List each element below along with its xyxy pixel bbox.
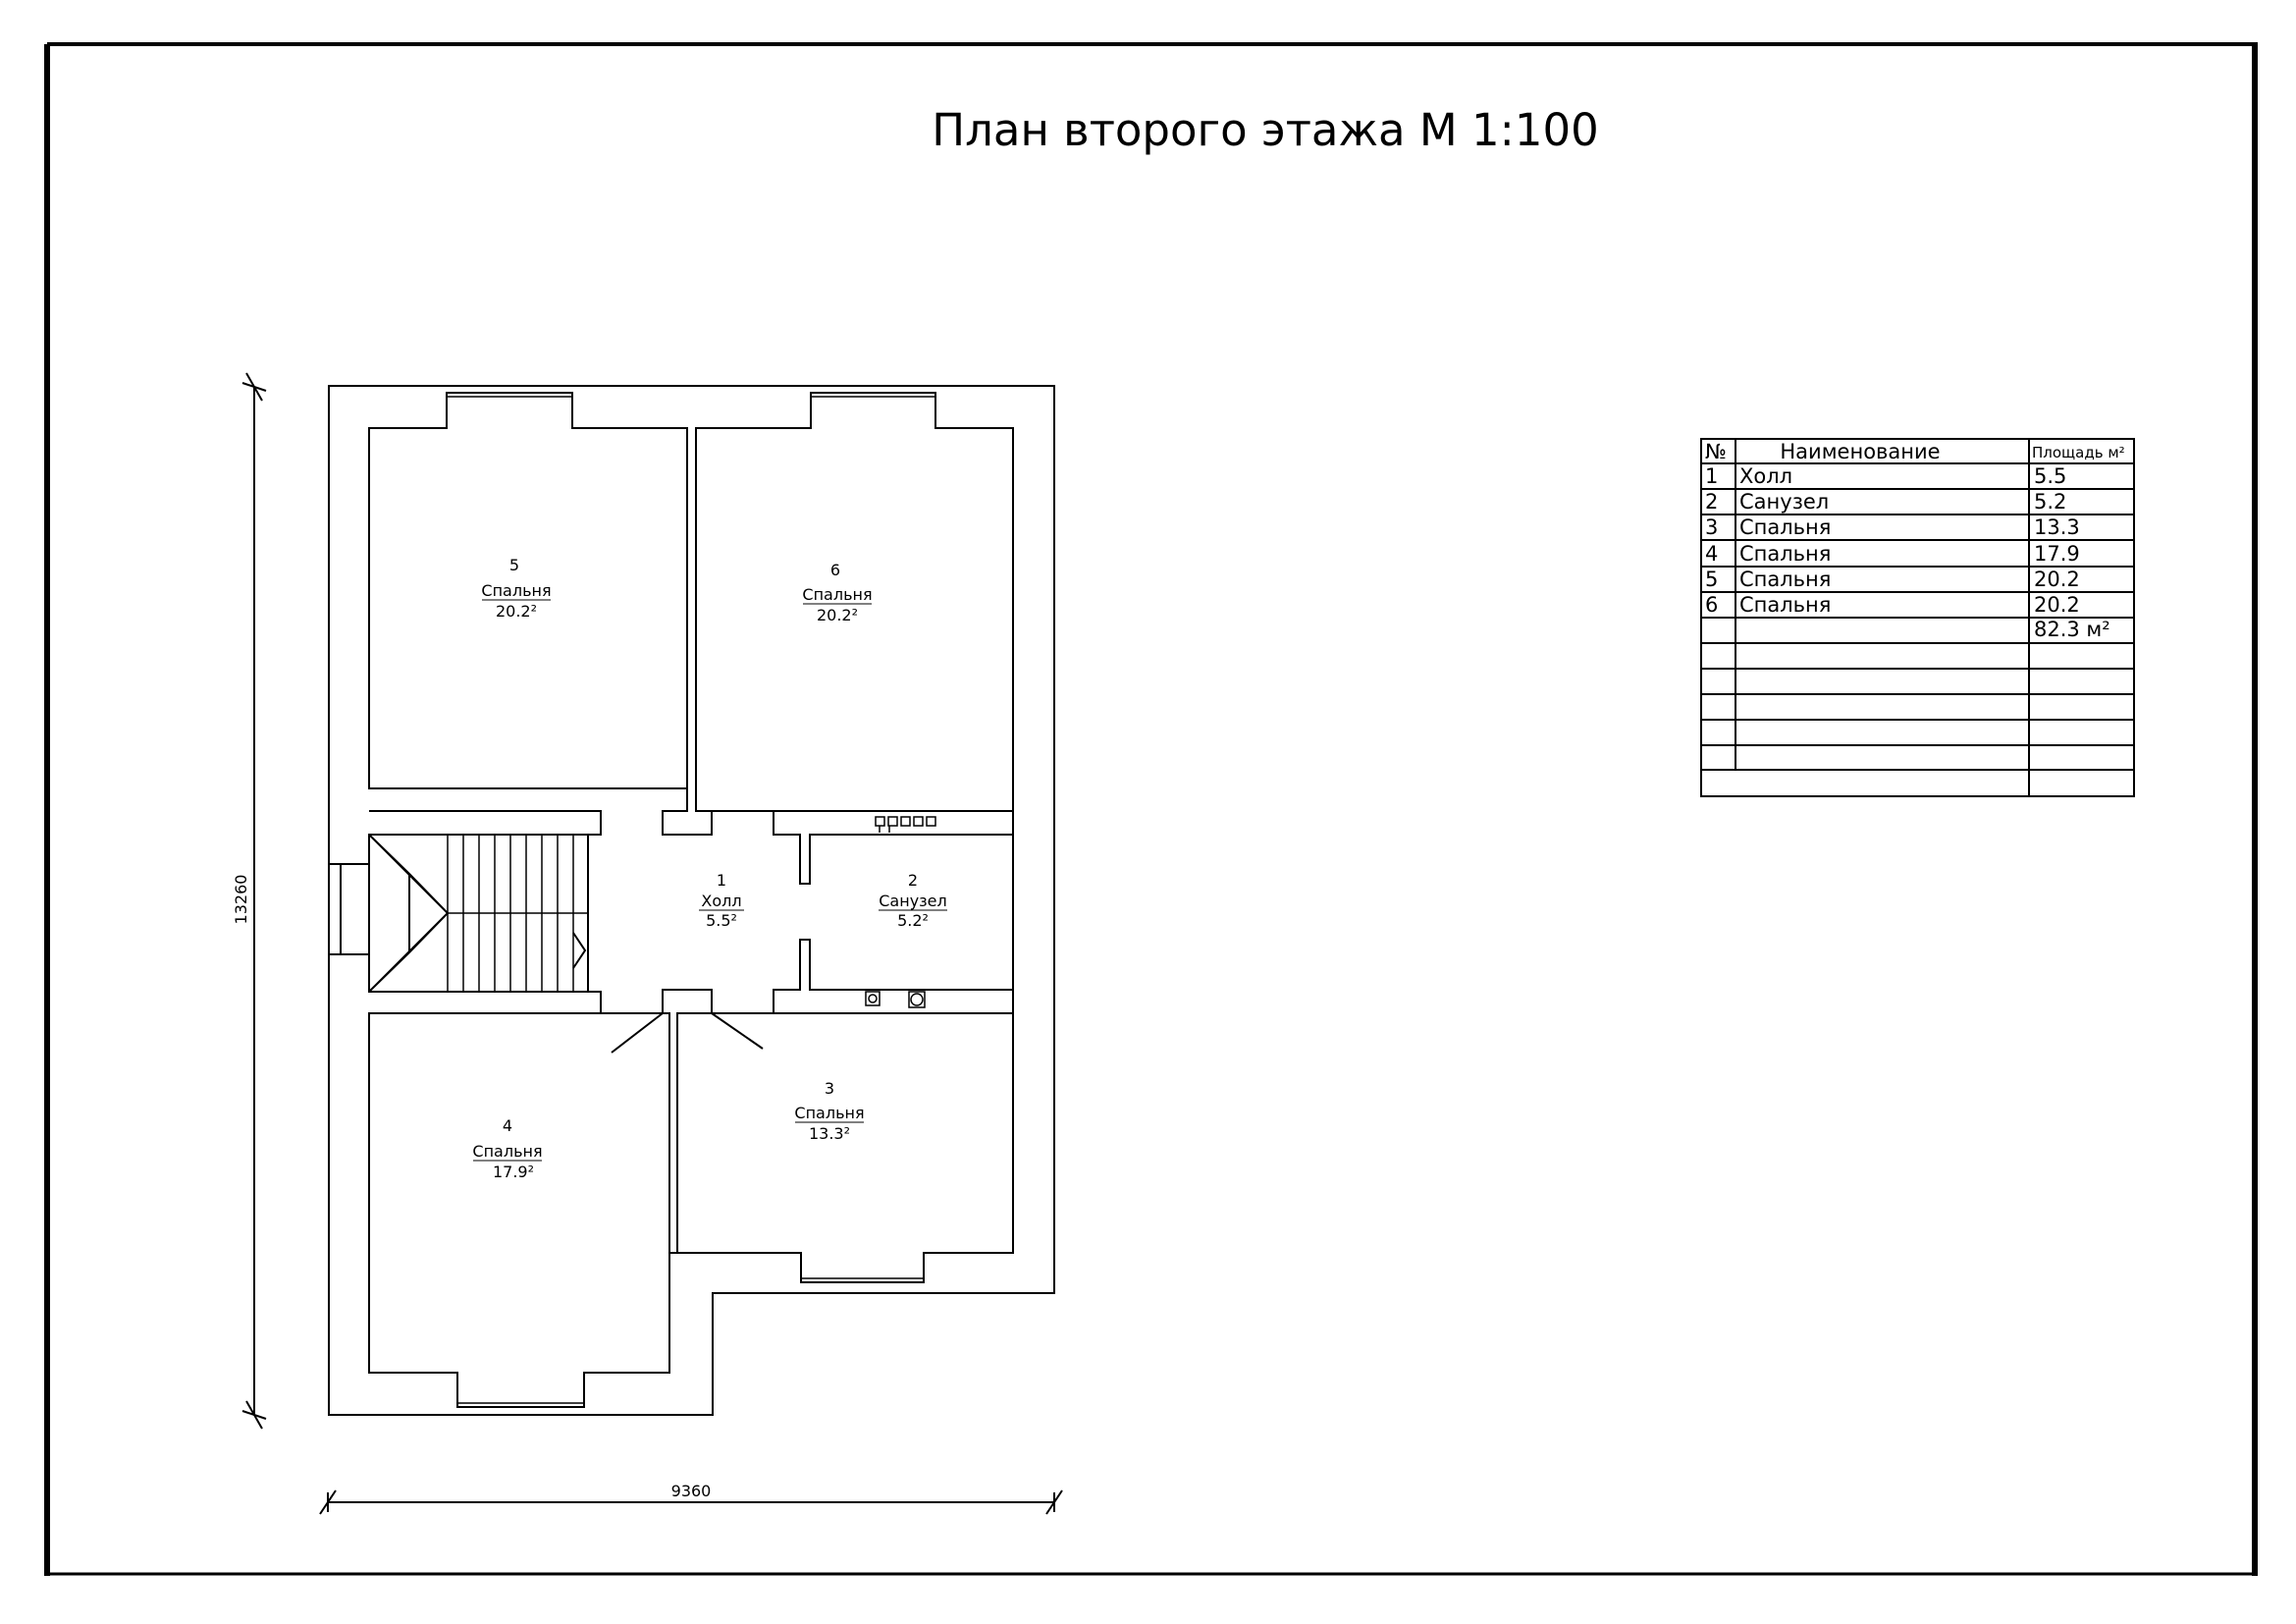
room-name: Санузел — [879, 892, 946, 910]
plan-title: План второго этажа М 1:100 — [932, 104, 1598, 156]
table-row: 2 Санузел 5.2 — [1705, 490, 2066, 514]
room-number: 6 — [830, 561, 840, 579]
windows — [447, 392, 935, 1408]
table-cell-name: Холл — [1739, 464, 1792, 488]
hall-wall-left-top — [369, 810, 602, 836]
table-cell-num: 2 — [1705, 490, 1718, 514]
room-number: 1 — [717, 871, 726, 890]
table-row: 6 Спальня 20.2 — [1705, 593, 2080, 617]
table-cell-num: 5 — [1705, 568, 1718, 591]
room-number: 4 — [503, 1116, 512, 1135]
table-cell-area: 5.2 — [2034, 490, 2066, 514]
table-cell-num: 3 — [1705, 515, 1718, 539]
room-area: 5.2² — [897, 911, 929, 930]
room-area: 13.3² — [809, 1124, 850, 1143]
table-cell-name: Спальня — [1739, 568, 1831, 591]
table-cell-name: Санузел — [1739, 490, 1829, 514]
table-cell-area: 13.3 — [2034, 515, 2080, 539]
height-dimension-label: 13260 — [232, 875, 250, 925]
stair-landing — [368, 834, 450, 993]
table-header-num: № — [1705, 440, 1727, 463]
partition-5-6 — [662, 788, 713, 836]
dimension-horizontal — [319, 1489, 1063, 1515]
dimension-vertical — [241, 372, 267, 1430]
door-leaf-room-3 — [711, 1012, 764, 1050]
door-leaf-room-4 — [611, 1012, 664, 1054]
floor-plan — [328, 385, 1055, 1416]
table-cell-name: Спальня — [1739, 593, 1831, 617]
table-cell-num: 4 — [1705, 542, 1718, 566]
room-5-outline — [368, 392, 688, 789]
stair-arrow — [572, 932, 587, 969]
table-cell-num: 6 — [1705, 593, 1718, 617]
room-number: 2 — [908, 871, 918, 890]
room-area: 17.9² — [493, 1163, 534, 1181]
table-header-name: Наименование — [1780, 440, 1940, 463]
room-label-3: 3 Спальня 13.3² — [794, 1079, 864, 1143]
room-area: 5.5² — [706, 911, 737, 930]
room-labels: 1 Холл 5.5² 2 Санузел 5.2² 3 Спальня 13.… — [472, 556, 947, 1181]
room-number: 5 — [509, 556, 519, 574]
room-label-2: 2 Санузел 5.2² — [879, 871, 947, 930]
room-3-outline — [676, 1012, 1014, 1283]
outer-wall — [328, 385, 1055, 1416]
room-name: Спальня — [794, 1104, 864, 1122]
room-name: Спальня — [802, 585, 872, 604]
bath-wall-bottom — [773, 939, 1014, 1014]
room-label-5: 5 Спальня 20.2² — [481, 556, 551, 621]
room-label-1: 1 Холл 5.5² — [699, 871, 744, 930]
room-4-outline — [368, 1012, 670, 1408]
table-row: 3 Спальня 13.3 — [1705, 515, 2080, 539]
room-number: 3 — [825, 1079, 834, 1098]
table-total-area: 82.3 м² — [2034, 618, 2110, 641]
table-cell-name: Спальня — [1739, 542, 1831, 566]
stair-window — [329, 863, 370, 955]
table-cell-name: Спальня — [1739, 515, 1831, 539]
table-row: 4 Спальня 17.9 — [1705, 542, 2080, 566]
room-label-4: 4 Спальня 17.9² — [472, 1116, 542, 1181]
room-name: Спальня — [481, 581, 551, 600]
table-cell-area: 5.5 — [2034, 464, 2066, 488]
sheet-frame — [44, 42, 2258, 1576]
room-label-6: 6 Спальня 20.2² — [802, 561, 872, 624]
stair-treads — [447, 835, 588, 992]
partition-4-3 — [662, 989, 713, 1254]
table-cell-area: 20.2 — [2034, 593, 2080, 617]
room-name: Холл — [701, 892, 741, 910]
room-name: Спальня — [472, 1142, 542, 1161]
room-area: 20.2² — [496, 602, 537, 621]
bath-fixtures — [865, 816, 936, 1008]
table-row: 1 Холл 5.5 — [1705, 464, 2066, 488]
room-schedule-table: № Наименование Площадь м² 1 Холл 5.5 2 С… — [1700, 438, 2135, 797]
table-cell-area: 17.9 — [2034, 542, 2080, 566]
table-header-area: Площадь м² — [2032, 444, 2125, 461]
hall-wall-left-bottom — [369, 991, 602, 1014]
bath-wall-top — [773, 810, 1014, 885]
table-row: 5 Спальня 20.2 — [1705, 568, 2080, 591]
table-cell-num: 1 — [1705, 464, 1718, 488]
width-dimension-label: 9360 — [671, 1482, 712, 1500]
room-area: 20.2² — [817, 606, 858, 624]
table-cell-area: 20.2 — [2034, 568, 2080, 591]
